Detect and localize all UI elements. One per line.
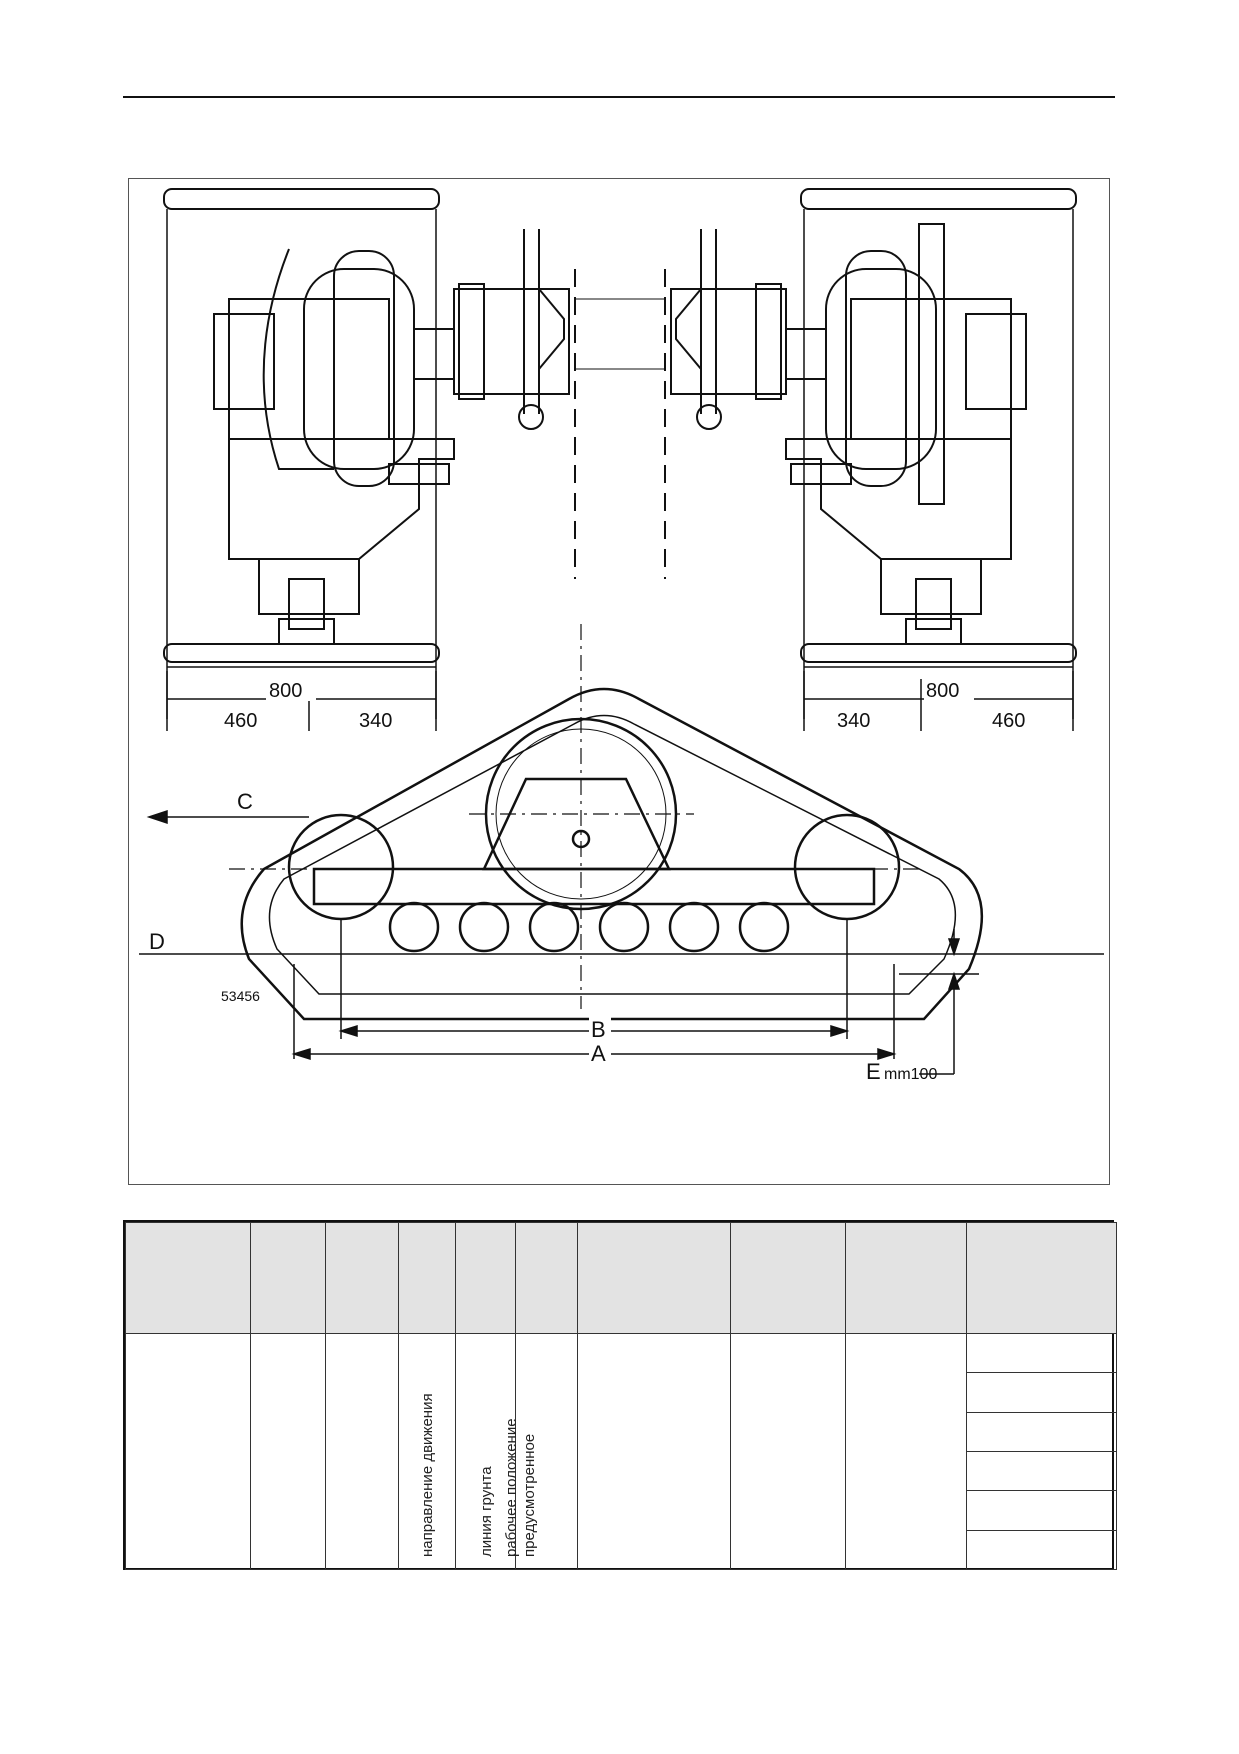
table-cell	[845, 1333, 967, 1570]
dim-right-outer: 460	[992, 710, 1025, 732]
label-e: E	[866, 1059, 881, 1084]
table-cell	[730, 1333, 846, 1570]
track-center-lines	[229, 624, 919, 1009]
sub-rows	[967, 1334, 1116, 1569]
rotated-label: направление движения	[419, 1393, 436, 1557]
header-cell	[845, 1222, 967, 1334]
label-c: C	[237, 789, 253, 814]
table-cell	[966, 1333, 1117, 1570]
technical-drawing-frame: 800 460 340 800 340 460 C	[128, 178, 1110, 1185]
technical-drawing: 800 460 340 800 340 460 C	[139, 188, 1104, 1084]
direction-arrow	[146, 809, 309, 825]
header-cell	[515, 1222, 578, 1334]
header-cell	[577, 1222, 731, 1334]
header-cell	[125, 1222, 251, 1334]
spec-table: направление движения линия грунта рабоче…	[123, 1220, 1117, 1570]
table-cell	[250, 1333, 326, 1570]
label-b: B	[591, 1017, 606, 1042]
table-cell	[125, 1333, 251, 1570]
table-cell	[577, 1333, 731, 1570]
header-rule	[123, 96, 1115, 98]
dim-label-bg	[266, 675, 316, 701]
right-track-assembly	[670, 188, 1077, 719]
dim-left-inner: 340	[359, 710, 392, 732]
header-cell	[250, 1222, 326, 1334]
left-track-assembly	[163, 188, 570, 719]
rotated-label: линия грунта	[477, 1466, 495, 1557]
header-cell	[398, 1222, 456, 1334]
dim-left-outer: 460	[224, 710, 257, 732]
table-cell: рабочее положение предусмотренное	[503, 1333, 578, 1570]
header-cell	[325, 1222, 399, 1334]
dim-right-inner: 340	[837, 710, 870, 732]
dim-right-total: 800	[926, 680, 959, 702]
center-axis	[574, 269, 666, 579]
label-e-value: mm100	[884, 1066, 937, 1083]
table-row: направление движения линия грунта рабоче…	[125, 1333, 1117, 1570]
header-cell	[455, 1222, 516, 1334]
center-gap-lines	[575, 298, 665, 370]
lower-dimension-lines	[291, 919, 979, 1075]
header-cell	[730, 1222, 846, 1334]
label-a: A	[591, 1041, 606, 1066]
rotated-label: рабочее положение предусмотренное	[502, 1418, 538, 1557]
table-cell: направление движения	[398, 1333, 456, 1570]
table-cell	[325, 1333, 399, 1570]
header-cell	[966, 1222, 1117, 1334]
label-d: D	[149, 929, 165, 954]
figure-number: 53456	[221, 988, 260, 1004]
dim-left-total: 800	[269, 680, 302, 702]
track-side-view	[240, 687, 984, 1021]
table-header-row	[125, 1222, 1117, 1334]
